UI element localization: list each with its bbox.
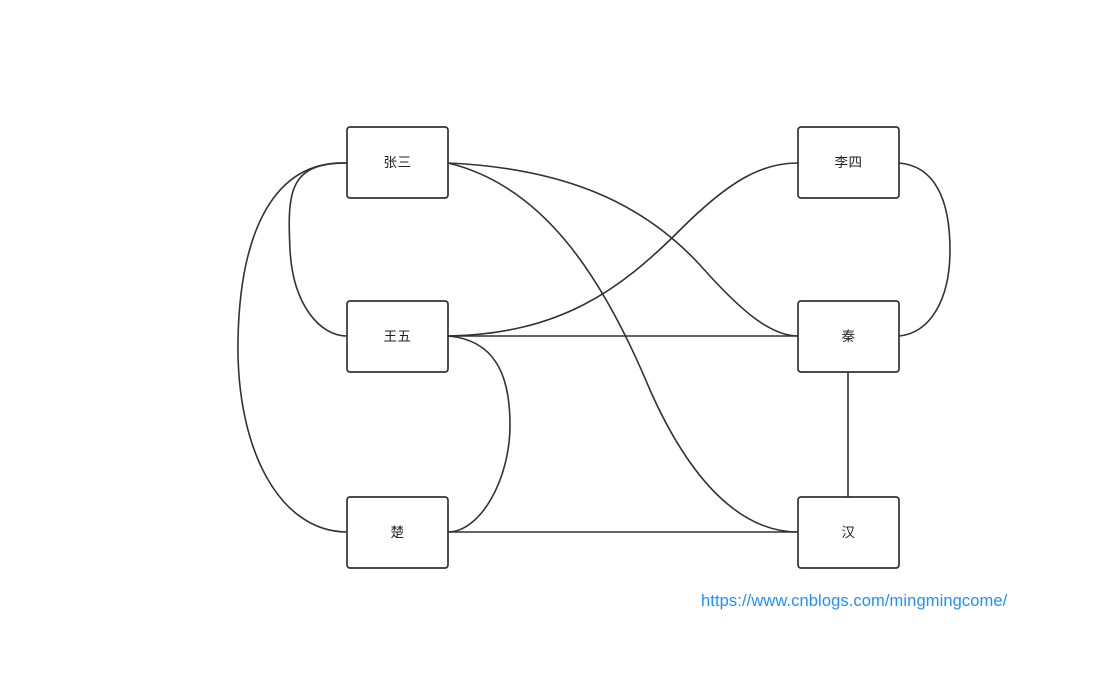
edge-wangwu-chu	[447, 335, 511, 533]
node-box[interactable]	[797, 496, 900, 569]
edge-layer	[237, 162, 951, 533]
edge-zhangsan-chu	[237, 162, 348, 533]
node-label: 汉	[842, 525, 856, 540]
source-url-watermark[interactable]: https://www.cnblogs.com/mingmingcome/	[701, 592, 1008, 610]
node-lisi[interactable]: 李四	[797, 126, 900, 199]
edge-lisi-qin	[898, 162, 951, 337]
node-label: 李四	[835, 155, 863, 170]
node-label: 王五	[384, 329, 412, 344]
node-box[interactable]	[346, 126, 449, 199]
node-box[interactable]	[346, 496, 449, 569]
edge-wangwu-lisi	[447, 162, 799, 337]
node-qin[interactable]: 秦	[797, 300, 900, 373]
node-chu[interactable]: 楚	[346, 496, 449, 569]
node-label: 楚	[391, 525, 405, 540]
edge-zhangsan-han	[447, 162, 799, 533]
edge-zhangsan-wangwu	[288, 162, 348, 337]
node-han[interactable]: 汉	[797, 496, 900, 569]
node-box[interactable]	[797, 300, 900, 373]
edge-zhangsan-qin	[447, 162, 799, 337]
node-label: 秦	[842, 329, 856, 344]
node-wangwu[interactable]: 王五	[346, 300, 449, 373]
node-zhangsan[interactable]: 张三	[346, 126, 449, 199]
node-box[interactable]	[346, 300, 449, 373]
node-label: 张三	[384, 155, 412, 170]
node-box[interactable]	[797, 126, 900, 199]
